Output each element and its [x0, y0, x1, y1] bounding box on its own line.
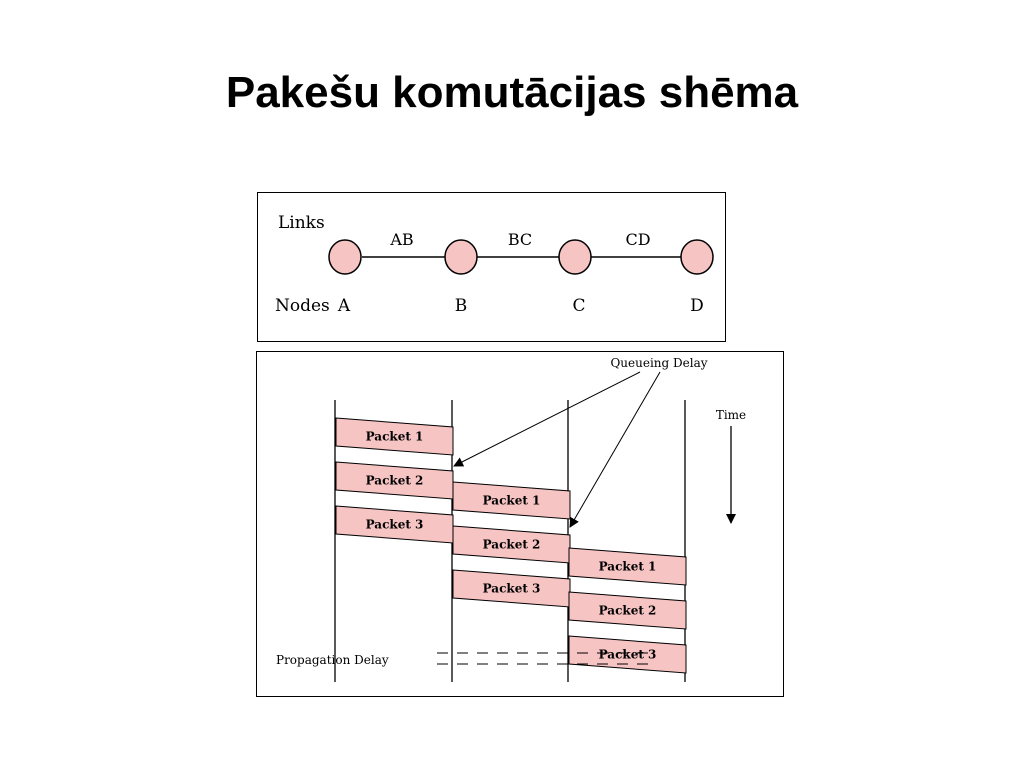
- packet-label: Packet 3: [599, 648, 657, 662]
- packet-box: Packet 2: [452, 525, 571, 564]
- time-label: Time: [716, 408, 746, 422]
- queueing-delay-label: Queueing Delay: [610, 356, 707, 370]
- packet-label: Packet 1: [599, 560, 657, 574]
- node-c: [558, 239, 592, 275]
- node-label-c: C: [572, 296, 585, 316]
- packet-box: Packet 1: [568, 547, 687, 586]
- link-label-cd: CD: [625, 230, 650, 249]
- packet-box: Packet 2: [335, 461, 454, 500]
- packet-shape: [568, 591, 687, 630]
- queueing-delay-arrow-1: [453, 371, 641, 467]
- topology-panel: Links Nodes AB BC CD A B C D: [257, 192, 726, 342]
- packet-shape: [568, 547, 687, 586]
- packet-box: Packet 2: [568, 591, 687, 630]
- propagation-delay-label: Propagation Delay: [276, 653, 389, 667]
- packet-box: Packet 3: [335, 505, 454, 544]
- packet-label: Packet 2: [599, 604, 657, 618]
- timing-panel: Packet 1 Packet 2 Packet 3 Packet 1 Packet 2…: [256, 351, 784, 697]
- packet-box: Packet 1: [335, 417, 454, 456]
- packet-shape: [335, 417, 454, 456]
- queueing-delay-arrow-2: [569, 371, 661, 528]
- packet-box: Packet 3: [452, 569, 571, 608]
- node-label-b: B: [455, 296, 468, 316]
- node-a: [328, 239, 362, 275]
- packet-label: Packet 1: [366, 430, 424, 444]
- timing-diagram: Packet 1 Packet 2 Packet 3 Packet 1 Packet 2…: [276, 356, 746, 682]
- packet-box: Packet 3: [568, 635, 687, 674]
- links-label: Links: [278, 213, 325, 233]
- packet-label: Packet 2: [483, 538, 541, 552]
- nodes-label: Nodes: [275, 296, 330, 316]
- link-label-ab: AB: [389, 230, 413, 249]
- node-label-d: D: [690, 296, 704, 316]
- topology-diagram: Links Nodes AB BC CD A B C D: [275, 213, 714, 316]
- packet-label: Packet 2: [366, 474, 424, 488]
- link-label-bc: BC: [508, 230, 532, 249]
- node-d: [680, 239, 714, 275]
- packet-label: Packet 1: [483, 494, 541, 508]
- packet-label: Packet 3: [483, 582, 541, 596]
- slide-title: Pakešu komutācijas shēma: [225, 68, 799, 117]
- node-b: [444, 239, 478, 275]
- packets-layer: Packet 1 Packet 2 Packet 3 Packet 1 Packet 2…: [335, 417, 687, 674]
- packet-box: Packet 1: [452, 481, 571, 520]
- node-label-a: A: [337, 296, 351, 316]
- packet-label: Packet 3: [366, 518, 424, 532]
